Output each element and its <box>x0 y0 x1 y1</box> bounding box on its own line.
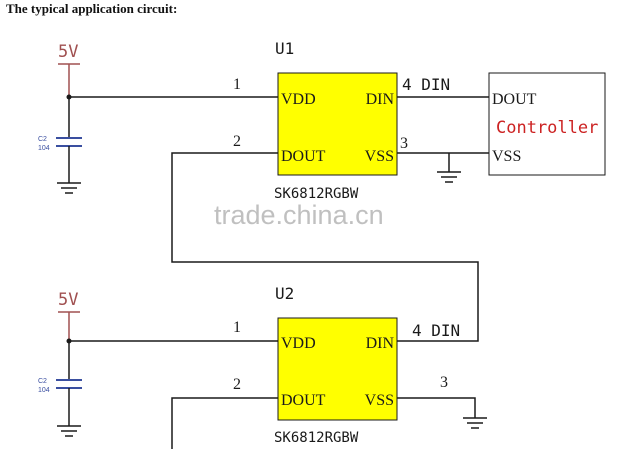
u1-cap-value: 104 <box>38 145 50 152</box>
controller-title: Controller <box>496 118 598 138</box>
controller-vss-label: VSS <box>492 148 521 165</box>
u1-pin-dout: DOUT <box>281 148 326 165</box>
u1-pin-number-3: 3 <box>400 135 408 152</box>
diagram-heading: The typical application circuit: <box>6 1 178 16</box>
u2-part-number: SK6812RGBW <box>274 430 359 446</box>
u2-pin-vdd: VDD <box>281 335 316 352</box>
u2-pin-din: DIN <box>366 335 395 352</box>
u2-cap-ref: C2 <box>38 378 47 385</box>
controller-dout-label: DOUT <box>492 91 537 108</box>
u1-pin-number-4-din: 4 DIN <box>402 75 450 94</box>
u1-dout-wire <box>171 152 479 342</box>
u1-part-number: SK6812RGBW <box>274 186 359 202</box>
u2-chip <box>277 317 398 421</box>
u1-ref: U1 <box>275 39 294 58</box>
u1-pin-din: DIN <box>366 91 395 108</box>
u1-supply-label: 5V <box>58 42 78 62</box>
u1-cap-ref: C2 <box>38 136 47 143</box>
controller-box <box>488 72 606 176</box>
u2-vss-wire <box>397 397 476 418</box>
u2-vss-ground-symbol <box>463 417 487 429</box>
u2-supply-label: 5V <box>58 290 78 310</box>
u2-dout-wire <box>171 397 278 449</box>
u1-pin-number-1: 1 <box>233 76 241 93</box>
u1-pin-vss: VSS <box>365 148 394 165</box>
u2-ref: U2 <box>275 284 294 303</box>
u1-cap-ground-symbol <box>57 182 81 194</box>
u1-vss-ground-symbol <box>437 171 461 183</box>
u1-pin-vdd: VDD <box>281 91 316 108</box>
u2-cap-ground-symbol <box>57 425 81 437</box>
u2-pin-number-3: 3 <box>440 374 448 391</box>
u1-chip <box>277 72 398 176</box>
u2-pin-number-4-din: 4 DIN <box>412 321 460 340</box>
u2-pin-number-2: 2 <box>233 376 241 393</box>
u2-cap-value: 104 <box>38 387 50 394</box>
u2-pin-vss: VSS <box>365 392 394 409</box>
watermark: trade.china.cn <box>214 200 384 230</box>
u1-pin-number-2: 2 <box>233 133 241 150</box>
u2-pin-dout: DOUT <box>281 392 326 409</box>
u2-pin-number-1: 1 <box>233 319 241 336</box>
